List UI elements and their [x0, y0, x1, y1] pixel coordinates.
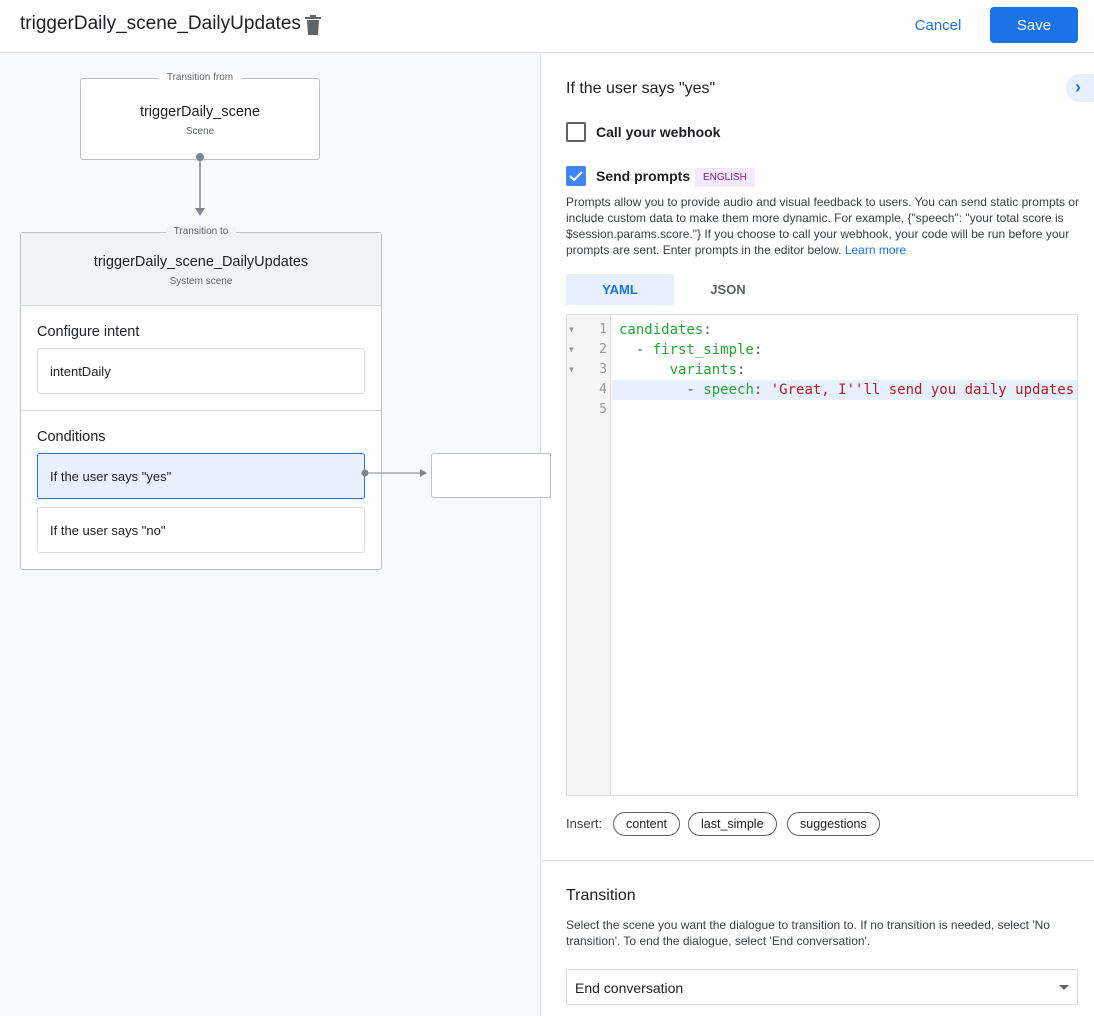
divider — [542, 860, 1094, 861]
scene-name: triggerDaily_scene_DailyUpdates — [93, 254, 309, 270]
flow-canvas: Transition from triggerDaily_scene Scene… — [0, 54, 551, 1016]
line-number: 4 — [599, 382, 607, 397]
webhook-label: Call your webhook — [596, 124, 721, 140]
connector-arrow — [195, 153, 205, 216]
dropdown-arrow-icon — [1059, 985, 1069, 990]
header: triggerDaily_scene_DailyUpdates Cancel S… — [0, 0, 1094, 53]
send-prompts-checkbox[interactable] — [566, 166, 586, 186]
condition-no[interactable]: If the user says "no" — [37, 507, 365, 553]
insert-content-chip[interactable]: content — [613, 812, 681, 836]
transition-description: Select the scene you want the dialogue t… — [566, 918, 1050, 948]
save-button[interactable]: Save — [990, 7, 1078, 43]
cancel-button[interactable]: Cancel — [904, 8, 972, 42]
chevron-right-icon[interactable]: › — [1066, 74, 1094, 102]
intent-item[interactable]: intentDaily — [37, 348, 365, 394]
learn-more-link[interactable]: Learn more — [844, 243, 907, 257]
code-line: candidates: — [619, 322, 712, 338]
trash-icon[interactable] — [304, 15, 322, 35]
scene-type: Scene — [185, 126, 215, 137]
code-editor[interactable]: ▼1 ▼2 ▼3 4 5 candidates: - first_simple:… — [566, 314, 1078, 796]
send-prompts-label: Send prompts — [596, 168, 691, 184]
transition-select[interactable]: End conversation — [566, 969, 1078, 1005]
tab-yaml[interactable]: YAML — [566, 274, 674, 305]
tab-json[interactable]: JSON — [710, 282, 746, 297]
code-line: - first_simple: — [619, 342, 763, 358]
check-icon — [569, 171, 583, 182]
insert-label: Insert: — [566, 816, 603, 831]
node-legend: Transition from — [158, 72, 242, 83]
transition-heading: Transition — [566, 887, 636, 904]
prompts-description: Prompts allow you to provide audio and v… — [566, 194, 1086, 258]
detail-panel: › If the user says "yes" Call your webho… — [542, 54, 1094, 1016]
line-number: 1 — [599, 322, 607, 337]
webhook-checkbox[interactable] — [566, 122, 586, 142]
connector-arrow — [361, 469, 427, 477]
scene-type: System scene — [169, 276, 233, 287]
description-text: Prompts allow you to provide audio and v… — [566, 195, 1079, 257]
selected-value: End conversation — [575, 980, 684, 996]
configure-intent-heading: Configure intent — [37, 324, 140, 340]
target-node[interactable] — [431, 453, 551, 498]
line-number: 5 — [599, 402, 607, 417]
condition-yes[interactable]: If the user says "yes" — [37, 453, 365, 499]
insert-suggestions-chip[interactable]: suggestions — [787, 812, 880, 836]
scene-name: triggerDaily_scene — [139, 104, 261, 120]
insert-last-simple-chip[interactable]: last_simple — [688, 812, 777, 836]
panel-title: If the user says "yes" — [566, 80, 716, 97]
code-line: - speech: 'Great, I''ll send you daily u… — [612, 380, 1077, 400]
code-line: variants: — [669, 362, 746, 378]
page-title: triggerDaily_scene_DailyUpdates — [20, 13, 301, 34]
line-number: 3 — [599, 362, 607, 377]
transition-from-node[interactable]: Transition from triggerDaily_scene Scene — [80, 72, 320, 160]
transition-to-node[interactable]: Transition to triggerDaily_scene_DailyUp… — [20, 226, 382, 570]
language-badge: ENGLISH — [695, 168, 755, 187]
node-legend: Transition to — [165, 226, 237, 237]
line-number: 2 — [599, 342, 607, 357]
conditions-heading: Conditions — [37, 429, 106, 445]
